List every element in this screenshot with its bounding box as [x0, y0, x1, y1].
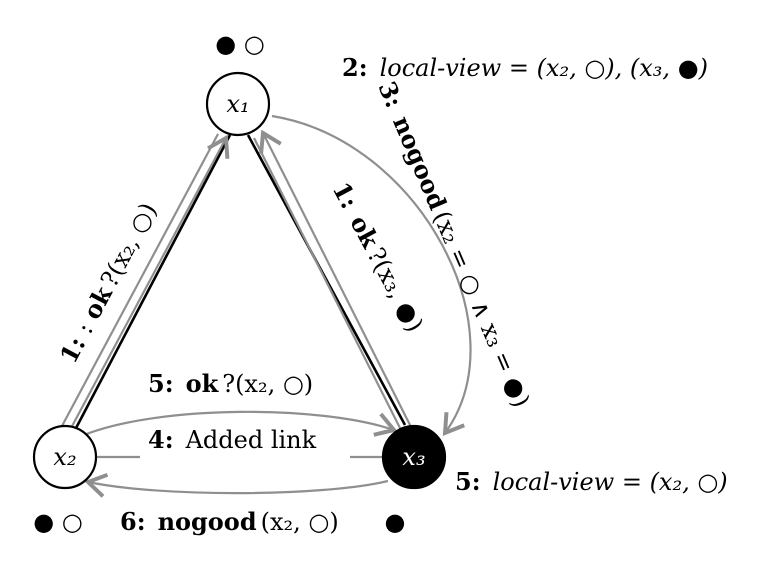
node-x2-label: x₂	[53, 443, 76, 471]
arrow-ok-x2-to-x3	[83, 410, 398, 437]
double-arrow-x2-to-x1	[61, 133, 230, 431]
message-5-ok: 5: ok ?(x₂, ○)	[148, 369, 313, 398]
message-4: 4: Added link	[148, 425, 317, 454]
x3-domain: ●	[385, 508, 406, 536]
node-x3: x₃	[381, 424, 447, 490]
node-x1-label: x₁	[226, 90, 249, 118]
double-arrow-x3-to-x1	[253, 129, 412, 433]
x1-domain: ● ○	[215, 30, 265, 58]
message-6: 6: nogood (x₂, ○)	[120, 507, 339, 536]
x2-domain: ● ○	[33, 508, 83, 536]
message-5-local-view: 5: local-view = (x₂, ○)	[455, 467, 728, 496]
message-2: 2: local-view = (x₂, ○), (x₃, ●)	[342, 53, 708, 82]
arrow-nogood-x3-to-x2	[84, 472, 389, 498]
arrow-nogood-x1-to-x3	[271, 114, 472, 437]
edge-x1-x2	[73, 134, 232, 431]
node-x3-label: x₃	[402, 443, 425, 471]
node-x2: x₂	[32, 424, 98, 490]
node-x1: x₁	[205, 71, 271, 137]
message-3: 3: nogood (x₂ = ○ ∧ x₃ = ●)	[372, 77, 536, 412]
message-1-x2: 1: : ok ?(x₂, ○)	[54, 198, 163, 368]
